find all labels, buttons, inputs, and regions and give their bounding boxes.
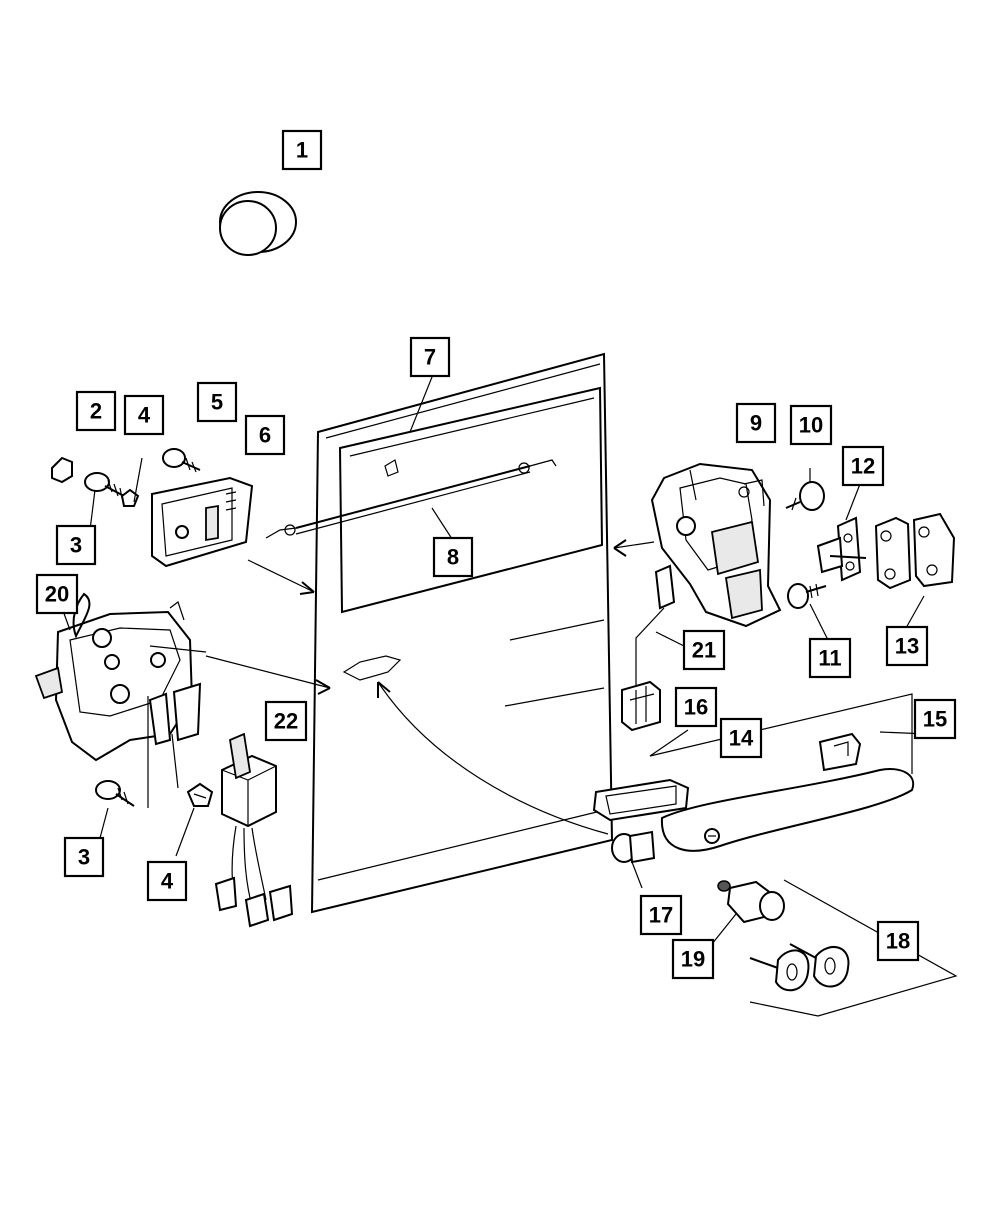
svg-text:5: 5 [211,390,223,415]
callout-1: 1 [281,129,323,171]
callout-3-upper: 3 [55,524,97,566]
callout-5: 5 [196,381,238,423]
callout-13: 13 [885,625,929,667]
callout-4-upper: 4 [123,394,165,436]
part-2-nut [51,456,73,484]
callout-15: 15 [913,698,957,740]
part-17-lock-cylinder [611,830,656,864]
svg-text:1: 1 [296,138,308,163]
svg-text:22: 22 [274,709,298,734]
svg-text:4: 4 [138,403,151,428]
callout-19: 19 [671,938,715,980]
callout-7: 7 [409,336,451,378]
svg-text:14: 14 [729,726,754,751]
svg-text:18: 18 [886,929,910,954]
callout-14: 14 [719,717,763,759]
callout-21: 21 [682,629,726,671]
part-9-rear-latch [650,462,782,628]
svg-text:20: 20 [45,582,69,607]
svg-text:17: 17 [649,903,673,928]
part-1-plug [219,191,297,256]
part-22-actuator-wiring [214,732,294,928]
callout-6: 6 [244,414,286,456]
part-11-screw [787,583,827,609]
svg-text:15: 15 [923,707,947,732]
part-15-16-outside-handle [592,732,915,852]
svg-text:11: 11 [818,646,841,671]
screw-top [162,448,201,473]
callouts: 1 2 3 3 4 4 5 6 [35,129,957,980]
part-3-screw-lower [95,780,135,807]
part-5-6-inside-handle [151,476,254,568]
part-13-plates [874,512,956,590]
svg-text:3: 3 [70,533,82,558]
callout-16: 16 [674,686,718,728]
svg-text:9: 9 [750,411,762,436]
svg-text:16: 16 [684,695,708,720]
callout-10: 10 [789,404,833,446]
callout-8: 8 [432,536,474,578]
svg-text:12: 12 [851,454,875,479]
part-21-switch-wire [621,564,676,732]
svg-text:19: 19 [681,947,705,972]
part-18-keys [749,943,850,992]
svg-text:2: 2 [90,399,102,424]
part-4-clip-lower [186,782,214,807]
svg-text:6: 6 [259,423,271,448]
part-10-bolt [785,481,825,511]
callout-9: 9 [735,402,777,444]
callout-20: 20 [35,573,79,615]
callout-3-lower: 3 [63,836,105,878]
part-19-lock [717,880,785,924]
part-12-striker [816,516,867,582]
svg-text:3: 3 [78,845,90,870]
callout-11: 11 [808,637,852,679]
part-8-cable-rod [265,459,557,539]
svg-text:21: 21 [692,638,716,663]
callout-4-lower: 4 [146,860,188,902]
part-3-screw-upper [84,472,125,499]
svg-text:13: 13 [895,634,919,659]
svg-text:8: 8 [447,545,459,570]
sliding-door-panel [310,352,614,914]
callout-18: 18 [876,920,920,962]
callout-17: 17 [639,894,683,936]
callout-22: 22 [264,700,308,742]
svg-text:7: 7 [424,345,436,370]
part-20-latch-mechanism [34,592,207,808]
callout-2: 2 [75,390,117,432]
callout-12: 12 [841,445,885,487]
svg-text:4: 4 [161,869,174,894]
svg-text:10: 10 [799,413,823,438]
